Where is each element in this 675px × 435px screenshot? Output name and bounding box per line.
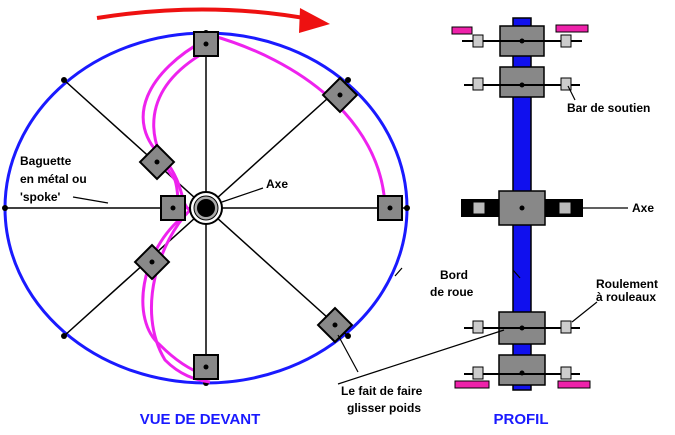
front-leaders <box>72 187 403 373</box>
weight-block <box>193 354 219 380</box>
hub-axle <box>189 191 223 225</box>
profile-view: Bar de soutien Axe Roulement à rouleaux … <box>337 17 658 428</box>
spoke-label-line1: Baguette <box>20 154 72 168</box>
front-view-caption: VUE DE DEVANT <box>140 411 261 428</box>
profile-row-support <box>464 66 580 98</box>
weight-block <box>377 195 403 221</box>
weight-block <box>193 31 219 57</box>
rim-label-line1: Bord <box>440 268 468 282</box>
profile-row-top <box>451 24 589 57</box>
weight-block <box>321 76 359 114</box>
spoke-label-line3: 'spoke' <box>20 190 61 204</box>
bearing-label-line2: à rouleaux <box>596 290 656 304</box>
weight-block <box>160 195 186 221</box>
axle-label-profile: Axe <box>632 201 654 215</box>
profile-row-axle <box>461 190 583 226</box>
support-bar-label: Bar de soutien <box>567 101 650 115</box>
profile-leaders <box>337 85 628 385</box>
sliding-weight-label-line2: glisser poids <box>347 401 421 415</box>
sliding-weight-label-line1: Le fait de faire <box>341 384 423 398</box>
front-view: Baguette en métal ou 'spoke' Axe Bord de… <box>2 7 474 428</box>
axle-label-front: Axe <box>266 177 288 191</box>
profile-row-bottom <box>454 354 591 389</box>
sliding-weights <box>133 31 403 380</box>
spoke-label-line2: en métal ou <box>20 172 87 186</box>
weight-block <box>133 243 171 281</box>
profile-row-bearing <box>464 311 580 345</box>
weight-block <box>138 143 176 181</box>
rim-label-line2: de roue <box>430 285 474 299</box>
weight-guide-curve-right <box>209 33 387 206</box>
weight-block <box>316 306 354 344</box>
bearing-label-line1: Roulement <box>596 277 658 291</box>
profile-view-caption: PROFIL <box>494 411 549 428</box>
rotation-arrow <box>96 7 330 33</box>
